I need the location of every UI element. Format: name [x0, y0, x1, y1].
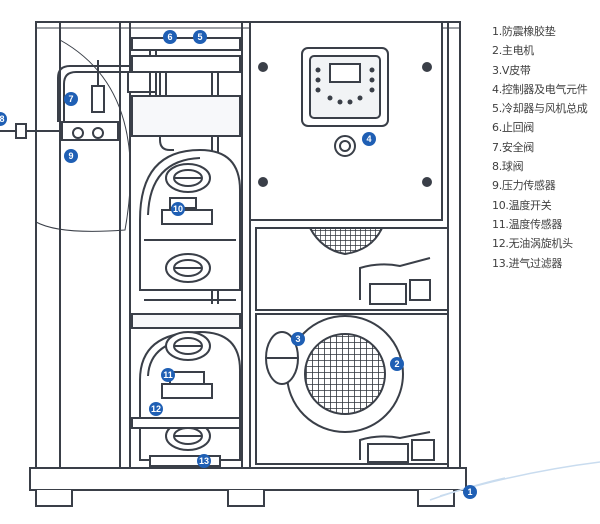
callout-label: 5: [197, 32, 202, 42]
callout-2: 2: [390, 357, 404, 371]
callout-label: 11: [163, 370, 173, 380]
callout-label: 1: [467, 487, 472, 497]
legend-item: 5.冷却器与风机总成: [492, 102, 588, 116]
legend-item: 9.压力传感器: [492, 179, 556, 193]
callouts: 1 2 3 4 5 6 7 8 9 10 11 12 13: [0, 30, 477, 499]
upper-scroll-head: [139, 148, 241, 301]
callout-label: 2: [394, 359, 399, 369]
callout-label: 9: [68, 151, 73, 161]
upper-piping: [131, 37, 241, 304]
legend-item: 7.安全阀: [492, 140, 534, 154]
controller-panel: [301, 47, 389, 157]
legend-item: 2.主电机: [492, 44, 534, 58]
callout-label: 4: [366, 134, 371, 144]
callout-3: 3: [291, 332, 305, 346]
legend-item: 11.温度传感器: [492, 217, 563, 231]
callout-label: 13: [199, 456, 209, 466]
callout-1: 1: [463, 485, 477, 499]
legend-item: 10.温度开关: [492, 198, 552, 212]
callout-7: 7: [64, 92, 78, 106]
legend-item: 12.无油涡旋机头: [492, 237, 573, 251]
callout-4: 4: [362, 132, 376, 146]
callout-6: 6: [163, 30, 177, 44]
callout-13: 13: [197, 454, 211, 468]
callout-label: 8: [0, 114, 5, 124]
callout-label: 6: [167, 32, 172, 42]
legend-item: 3.V皮带: [492, 63, 531, 77]
callout-label: 12: [151, 404, 161, 414]
callout-9: 9: [64, 149, 78, 163]
legend-item: 8.球阀: [492, 160, 524, 174]
parts-legend: 1.防震橡胶垫 2.主电机 3.V皮带 4.控制器及电气元件 5.冷却器与风机总…: [492, 22, 600, 273]
cooler-panel: [255, 227, 449, 311]
callout-12: 12: [149, 402, 163, 416]
base-skid: [29, 467, 467, 507]
legend-item: 1.防震橡胶垫: [492, 25, 556, 38]
callout-label: 3: [295, 334, 300, 344]
callout-5: 5: [193, 30, 207, 44]
callout-11: 11: [161, 368, 175, 382]
legend-item: 4.控制器及电气元件: [492, 82, 588, 96]
callout-label: 10: [173, 204, 183, 214]
left-piping: [0, 60, 157, 141]
lower-scroll-head: [131, 313, 241, 467]
legend-item: 13.进气过滤器: [492, 256, 563, 270]
callout-label: 7: [68, 94, 73, 104]
callout-8: 8: [0, 112, 7, 126]
callout-10: 10: [171, 202, 185, 216]
motor-panel: [255, 313, 449, 465]
legend-item: 6.止回阀: [492, 121, 534, 135]
